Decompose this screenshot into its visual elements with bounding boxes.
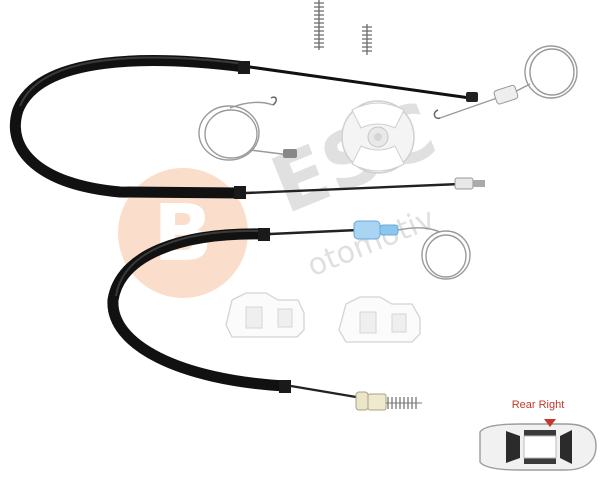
cable-tip-middle (473, 180, 485, 187)
position-car-diagram (479, 423, 597, 471)
inner-cable-top (249, 65, 471, 100)
cable-coil-right (397, 227, 471, 280)
spring-top-left (314, 0, 324, 50)
pulley-wheel (341, 100, 415, 174)
slider-clip-left (225, 292, 305, 338)
blue-cable-clip-tip (379, 224, 399, 236)
cable-end-top (466, 92, 478, 102)
inner-cable-short-bottom (290, 384, 363, 400)
blue-cable-clip (353, 220, 381, 240)
inner-cable-middle (245, 182, 461, 195)
ferrule-short-bottom (279, 380, 291, 393)
cable-coil-left-center (198, 101, 291, 161)
position-marker-icon (544, 419, 556, 427)
ferrule-top (238, 61, 250, 74)
cable-hook-left-center (270, 96, 277, 106)
ferrule-short-top (258, 228, 270, 241)
cable-end-left-center (283, 149, 297, 158)
cable-end-spring-bottom (355, 391, 422, 411)
ferrule-middle (234, 186, 246, 199)
cable-clip-top-right (493, 84, 519, 105)
cable-end-middle (454, 177, 474, 190)
position-label: Rear Right (511, 399, 565, 411)
cable-hook-top-right (433, 109, 441, 120)
short-cable-housing (107, 228, 291, 392)
slider-clip-right (338, 296, 421, 343)
cable-coil-top-right (439, 45, 578, 119)
spring-top-right (362, 24, 372, 55)
watermark-circle (118, 168, 248, 298)
long-cable-housing (9, 55, 251, 199)
inner-cable-short-top (269, 228, 359, 236)
long-cable-housing-highlight (19, 56, 246, 107)
short-cable-housing-highlight (115, 229, 263, 297)
